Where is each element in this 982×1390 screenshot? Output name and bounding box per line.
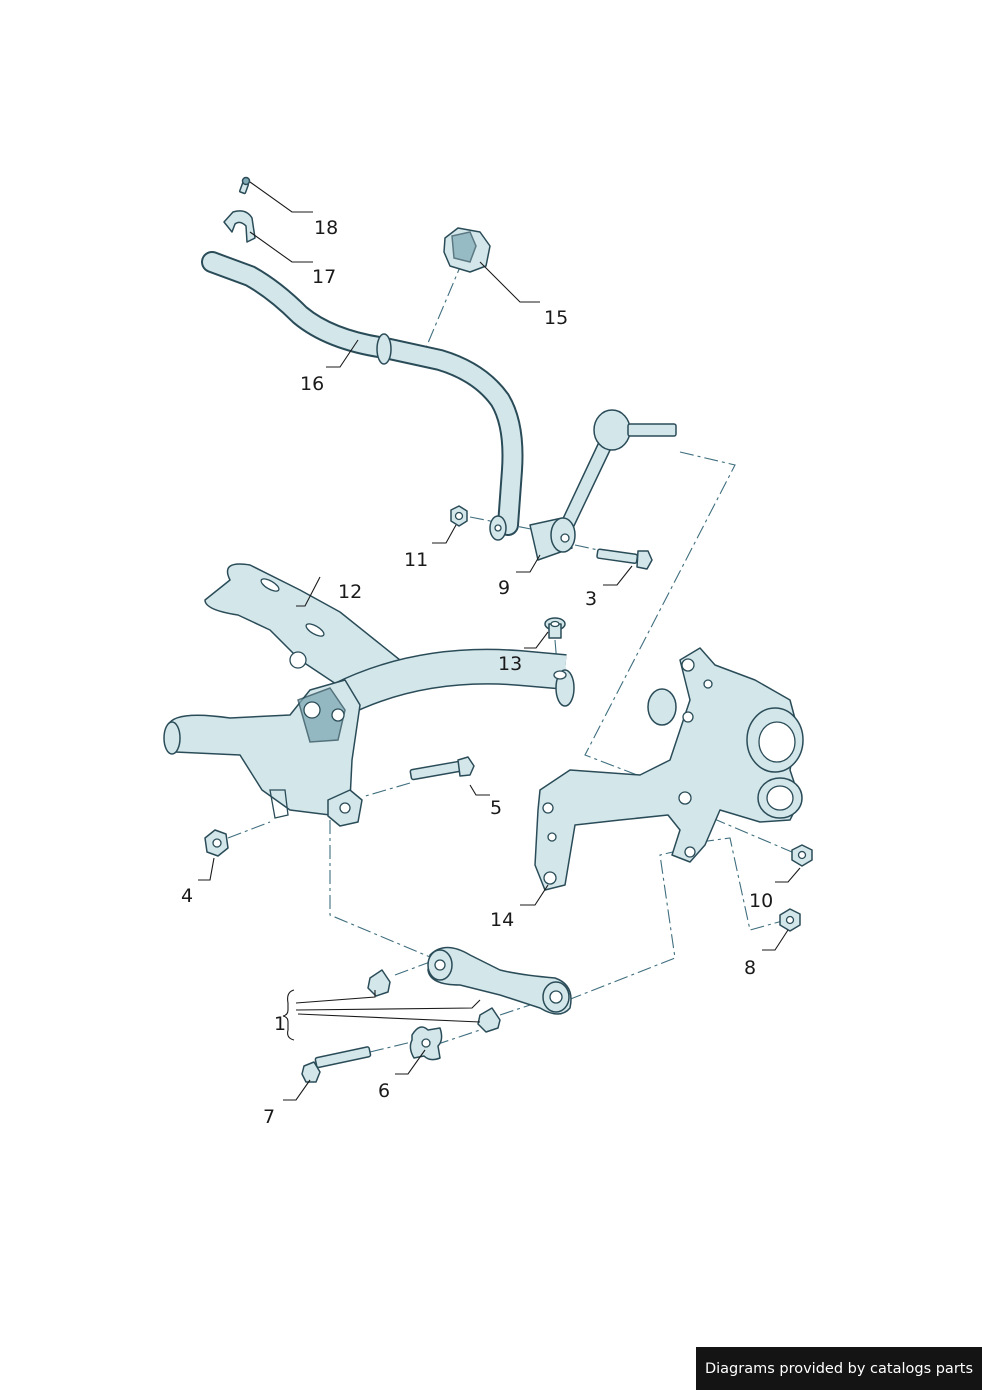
bolt-7: [301, 1046, 372, 1083]
wheel-bearing-housing-14: [534, 647, 804, 891]
callout-16: 16: [300, 373, 324, 395]
nut-4: [204, 829, 229, 857]
callout-7: 7: [263, 1106, 275, 1128]
leader-lines: [198, 181, 801, 1101]
eccentric-washer-6: [409, 1026, 443, 1061]
callout-9: 9: [498, 577, 510, 599]
nut-8: [779, 908, 801, 932]
clamp-17: [223, 210, 256, 243]
coupling-rod-9: [529, 409, 677, 561]
callout-10: 10: [749, 890, 773, 912]
subframe-12: [163, 563, 575, 827]
bolt-18: [239, 176, 251, 195]
callout-5: 5: [490, 797, 502, 819]
nut-10: [791, 844, 813, 867]
callout-18: 18: [314, 217, 338, 239]
callout-14: 14: [490, 909, 514, 931]
callout-3: 3: [585, 588, 597, 610]
nut-11: [450, 505, 468, 527]
control-arm-1: [367, 946, 572, 1033]
callout-8: 8: [744, 957, 756, 979]
callout-17: 17: [312, 266, 336, 288]
bushing-15: [443, 227, 491, 273]
callout-13: 13: [498, 653, 522, 675]
callout-numbers: 18 17 15 16 11 9 3 12 13 5 4 10 14 8 1 6…: [181, 217, 773, 1128]
callout-1: 1: [274, 1013, 286, 1035]
callout-12: 12: [338, 581, 362, 603]
callout-15: 15: [544, 307, 568, 329]
sleeve-13: [544, 617, 566, 639]
credit-banner: Diagrams provided by catalogs parts: [696, 1347, 982, 1390]
callout-4: 4: [181, 885, 193, 907]
bolt-5: [409, 756, 475, 781]
callout-11: 11: [404, 549, 428, 571]
bolt-3: [596, 548, 653, 570]
stabilizer-bar-16: [201, 251, 524, 541]
callout-6: 6: [378, 1080, 390, 1102]
